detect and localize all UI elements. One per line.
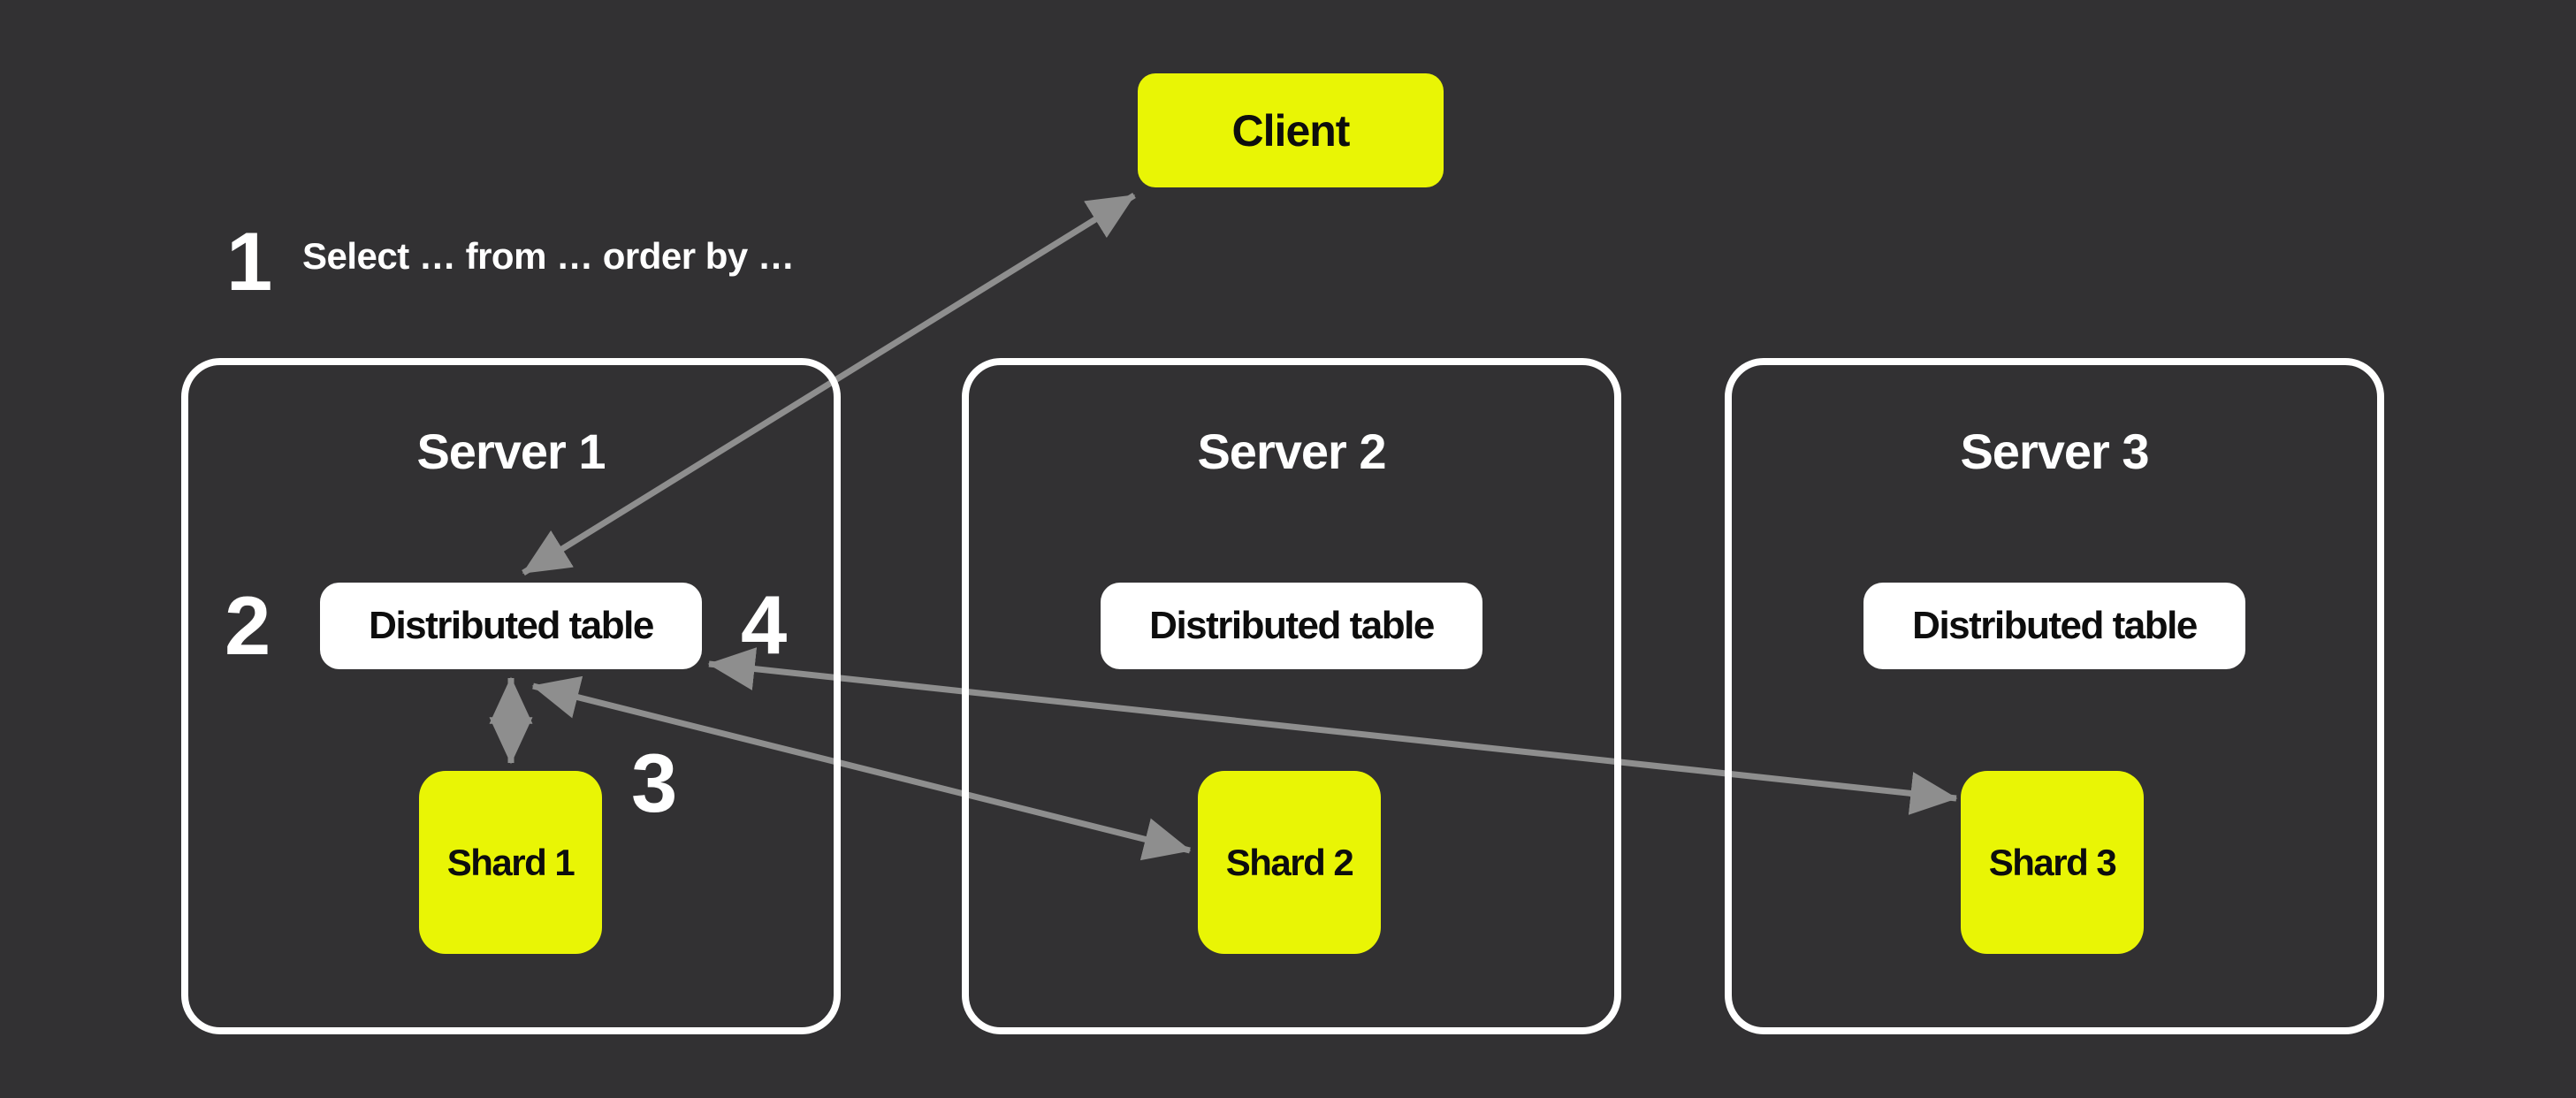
shard-1-label: Shard 1 — [446, 841, 575, 883]
distributed-table-2: Distributed table — [1101, 583, 1482, 669]
query-annotation: Select … from … order by … — [302, 235, 795, 277]
step-number-2: 2 — [225, 579, 271, 672]
shard-2: Shard 2 — [1198, 771, 1381, 954]
server-3-panel: Server 3 — [1725, 358, 2384, 1034]
step-number-1: 1 — [226, 215, 272, 308]
distributed-table-1-label: Distributed table — [369, 604, 654, 647]
server-2-title: Server 2 — [1197, 423, 1386, 479]
server-2-panel: Server 2 — [962, 358, 1621, 1034]
step-number-4: 4 — [741, 578, 787, 671]
server-1-title: Server 1 — [416, 423, 606, 479]
client-box: Client — [1138, 73, 1444, 187]
step-number-3: 3 — [631, 736, 677, 829]
distributed-table-3-label: Distributed table — [1912, 604, 2198, 647]
server-1-panel: Server 1 — [181, 358, 841, 1034]
server-3-title: Server 3 — [1960, 423, 2149, 479]
shard-2-label: Shard 2 — [1225, 841, 1354, 883]
distributed-table-2-label: Distributed table — [1149, 604, 1435, 647]
distributed-table-3: Distributed table — [1863, 583, 2245, 669]
client-label: Client — [1231, 105, 1351, 156]
distributed-table-1: Distributed table — [320, 583, 702, 669]
shard-1: Shard 1 — [419, 771, 602, 954]
shard-3: Shard 3 — [1961, 771, 2144, 954]
shard-3-label: Shard 3 — [1988, 841, 2117, 883]
